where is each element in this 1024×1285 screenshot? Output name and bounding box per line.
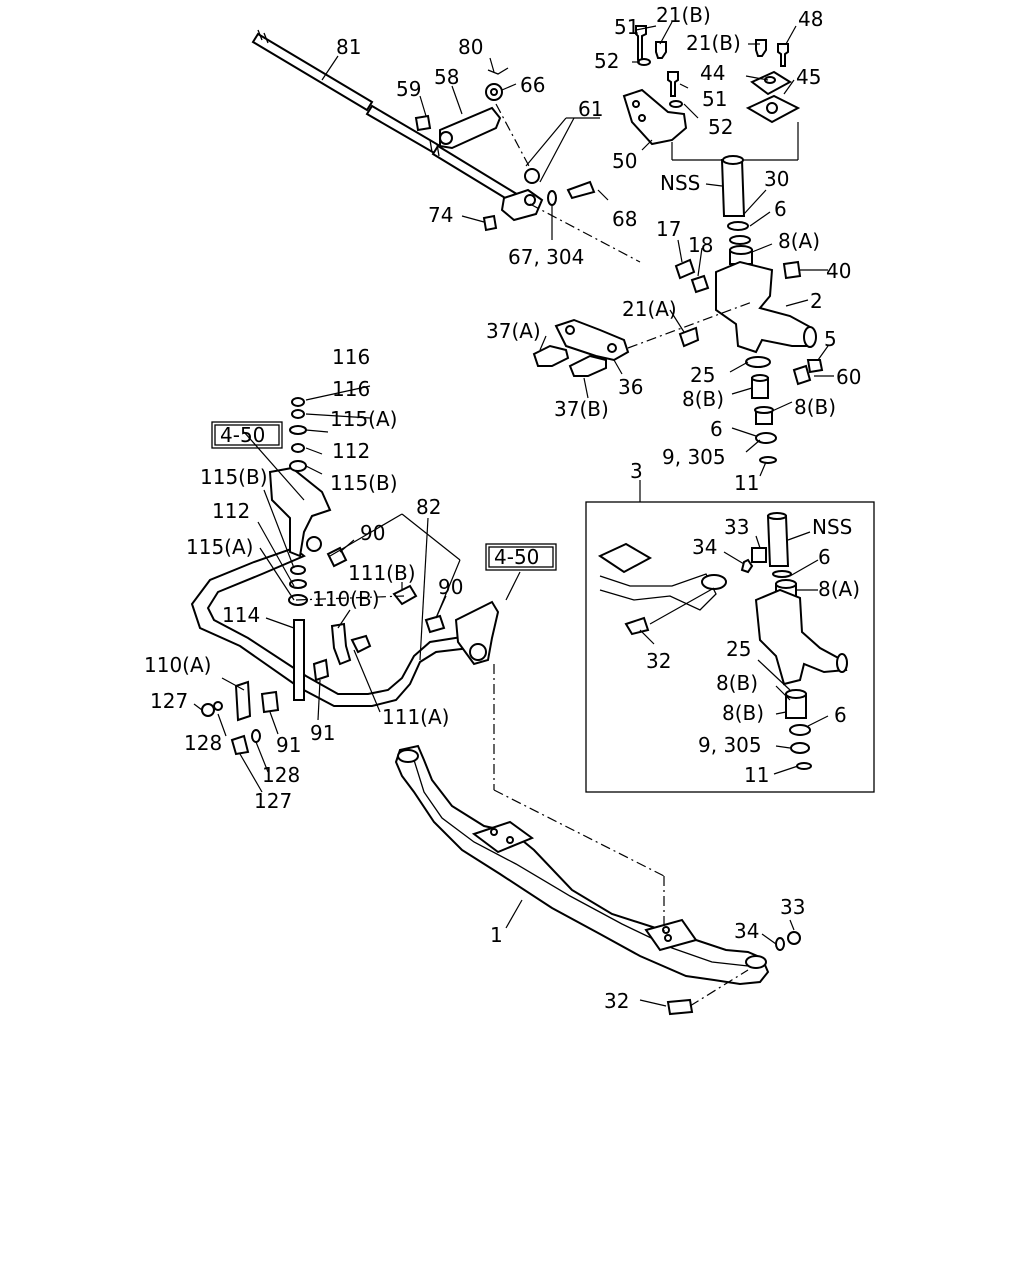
label-9-305-a: 9, 305 bbox=[662, 445, 726, 469]
label-112-b: 112 bbox=[212, 499, 250, 523]
label-110b: 110(B) bbox=[312, 587, 380, 611]
label-66: 66 bbox=[520, 73, 545, 97]
drag-link-rod bbox=[251, 29, 522, 206]
label-1: 1 bbox=[490, 923, 503, 947]
label-8a-2: 8(A) bbox=[818, 577, 860, 601]
label-17: 17 bbox=[656, 217, 681, 241]
label-5: 5 bbox=[824, 327, 837, 351]
steering-knuckle bbox=[669, 239, 834, 386]
label-114: 114 bbox=[222, 603, 260, 627]
label-51-a: 51 bbox=[614, 15, 639, 39]
label-81: 81 bbox=[336, 35, 361, 59]
label-59: 59 bbox=[396, 77, 421, 101]
label-128-b: 128 bbox=[262, 763, 300, 787]
reference-box-1[interactable]: 4-50 bbox=[211, 421, 283, 449]
stabilizer-link-parts bbox=[193, 385, 461, 793]
label-34-a: 34 bbox=[692, 535, 717, 559]
label-21b-a: 21(B) bbox=[656, 3, 711, 27]
label-37a: 37(A) bbox=[486, 319, 541, 343]
label-61: 61 bbox=[578, 97, 603, 121]
label-21b-b: 21(B) bbox=[686, 31, 741, 55]
label-127-a: 127 bbox=[150, 689, 188, 713]
label-127-b: 127 bbox=[254, 789, 292, 813]
label-45: 45 bbox=[796, 65, 821, 89]
label-9-305-b: 9, 305 bbox=[698, 733, 762, 757]
label-3: 3 bbox=[630, 459, 643, 483]
label-32-b: 32 bbox=[604, 989, 629, 1013]
label-111a: 111(A) bbox=[382, 705, 449, 729]
label-18: 18 bbox=[688, 233, 713, 257]
label-8b-2: 8(B) bbox=[794, 395, 836, 419]
label-116-b: 116 bbox=[332, 377, 370, 401]
label-115a-1: 115(A) bbox=[330, 407, 397, 431]
label-90-a: 90 bbox=[360, 521, 385, 545]
label-40: 40 bbox=[826, 259, 851, 283]
label-116-a: 116 bbox=[332, 345, 370, 369]
label-112-a: 112 bbox=[332, 439, 370, 463]
part-labels: 81 80 58 59 66 61 74 67, 304 68 51 21(B)… bbox=[144, 3, 861, 1013]
reference-label-2: 4-50 bbox=[494, 545, 539, 569]
front-axle-beam bbox=[394, 744, 801, 1016]
label-68: 68 bbox=[612, 207, 637, 231]
stabilizer-bracket-upper bbox=[243, 431, 348, 568]
label-11-a: 11 bbox=[734, 471, 759, 495]
label-25-b: 25 bbox=[726, 637, 751, 661]
label-8b-1: 8(B) bbox=[682, 387, 724, 411]
label-50: 50 bbox=[612, 149, 637, 173]
label-90-b: 90 bbox=[438, 575, 463, 599]
label-74: 74 bbox=[428, 203, 453, 227]
reference-label-1: 4-50 bbox=[220, 423, 265, 447]
knuckle-arm-lower bbox=[532, 301, 753, 399]
label-21a: 21(A) bbox=[622, 297, 677, 321]
king-pin-upper bbox=[705, 155, 773, 265]
king-pin-lower bbox=[729, 356, 793, 477]
label-115b-2: 115(B) bbox=[330, 471, 398, 495]
label-91-b: 91 bbox=[310, 721, 335, 745]
label-67-304: 67, 304 bbox=[508, 245, 584, 269]
label-6-b: 6 bbox=[710, 417, 723, 441]
label-80: 80 bbox=[458, 35, 483, 59]
label-128-a: 128 bbox=[184, 731, 222, 755]
reference-box-2[interactable]: 4-50 bbox=[485, 543, 557, 571]
label-25-a: 25 bbox=[690, 363, 715, 387]
label-91-a: 91 bbox=[276, 733, 301, 757]
label-nss-2: NSS bbox=[812, 515, 852, 539]
label-33-b: 33 bbox=[780, 895, 805, 919]
label-51-b: 51 bbox=[702, 87, 727, 111]
label-6-c: 6 bbox=[818, 545, 831, 569]
label-52-b: 52 bbox=[708, 115, 733, 139]
label-48: 48 bbox=[798, 7, 823, 31]
label-58: 58 bbox=[434, 65, 459, 89]
label-36: 36 bbox=[618, 375, 643, 399]
label-8b-3: 8(B) bbox=[716, 671, 758, 695]
label-11-b: 11 bbox=[744, 763, 769, 787]
label-37b: 37(B) bbox=[554, 397, 609, 421]
label-60: 60 bbox=[836, 365, 861, 389]
stabilizer-bar bbox=[190, 546, 472, 707]
label-8b-4: 8(B) bbox=[722, 701, 764, 725]
label-34-b: 34 bbox=[734, 919, 759, 943]
label-6-d: 6 bbox=[834, 703, 847, 727]
inset-detail-box bbox=[585, 480, 875, 793]
label-115a-2: 115(A) bbox=[186, 535, 253, 559]
label-33-a: 33 bbox=[724, 515, 749, 539]
tie-rod-end-assembly bbox=[414, 57, 531, 169]
label-115b-1: 115(B) bbox=[200, 465, 268, 489]
label-2: 2 bbox=[810, 289, 823, 313]
knuckle-arm-upper bbox=[622, 21, 801, 161]
label-111b: 111(B) bbox=[348, 561, 416, 585]
label-110a: 110(A) bbox=[144, 653, 211, 677]
label-82: 82 bbox=[416, 495, 441, 519]
label-6-a: 6 bbox=[774, 197, 787, 221]
label-32-a: 32 bbox=[646, 649, 671, 673]
label-44: 44 bbox=[700, 61, 725, 85]
label-52-a: 52 bbox=[594, 49, 619, 73]
label-nss-1: NSS bbox=[660, 171, 700, 195]
label-30: 30 bbox=[764, 167, 789, 191]
stabilizer-bracket-lower bbox=[454, 571, 521, 790]
label-8a-1: 8(A) bbox=[778, 229, 820, 253]
ball-joint-end bbox=[461, 117, 641, 263]
